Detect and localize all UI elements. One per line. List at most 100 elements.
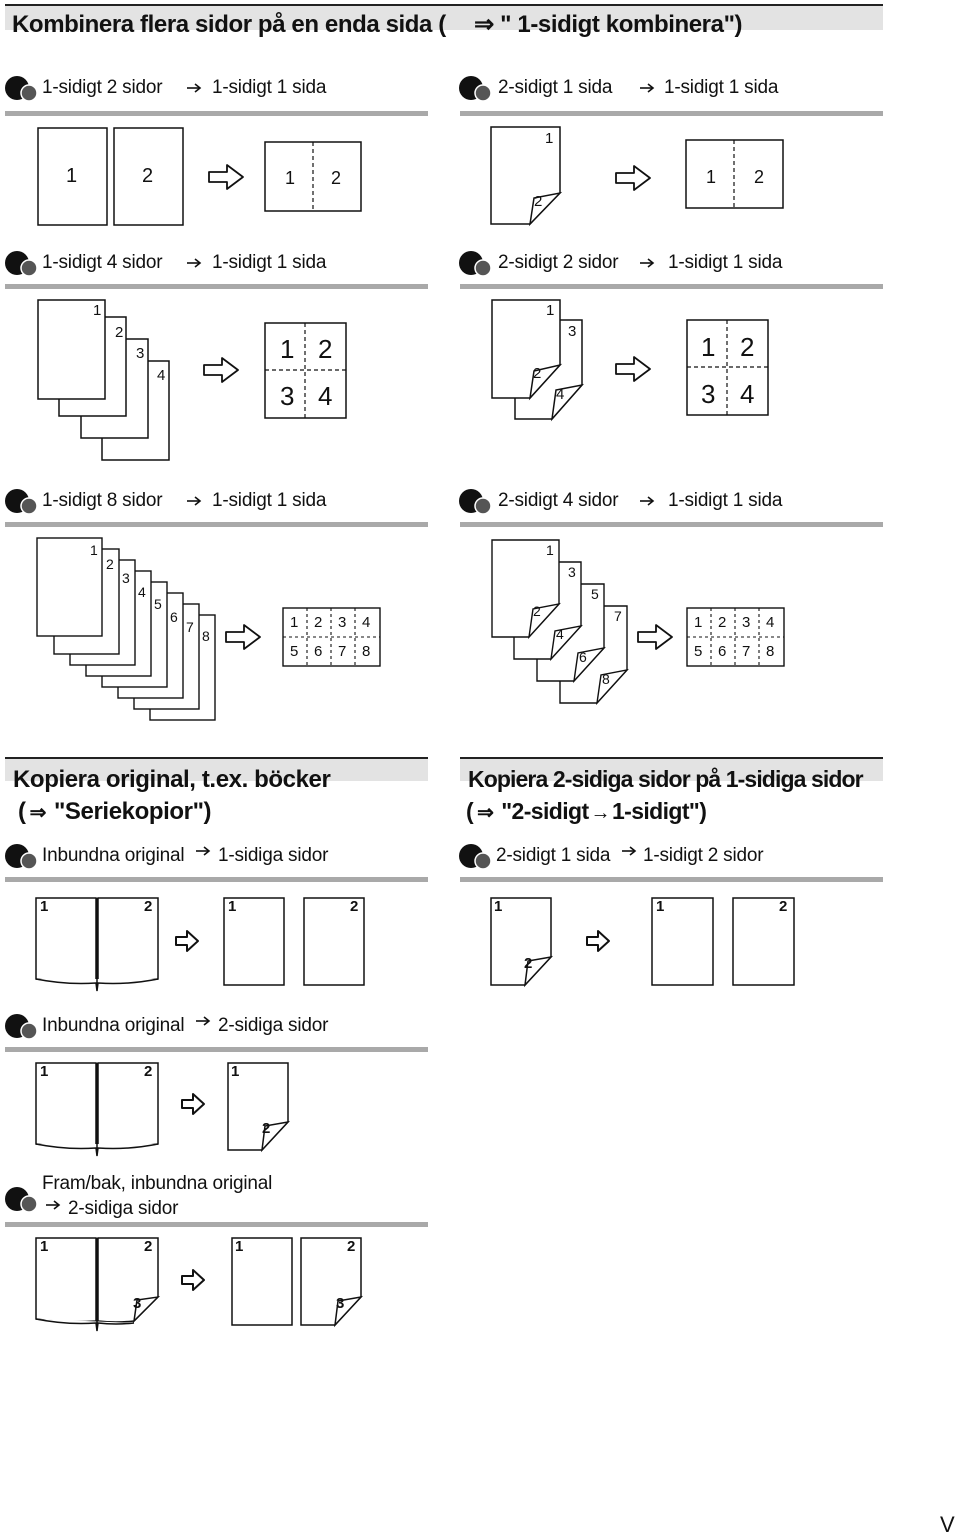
label-target: 1-sidigt 2 sidor — [643, 845, 764, 866]
digit: 1 — [93, 302, 102, 319]
digit: 3 — [136, 345, 145, 362]
label-target: 2-sidiga sidor — [218, 1015, 329, 1036]
reference-arrow-icon: ⇒ — [29, 802, 47, 824]
digit: 1 — [40, 1238, 49, 1255]
digit: 2 — [754, 167, 764, 187]
digit: 1 — [546, 542, 554, 558]
label-source: 1-sidigt 4 sidor — [42, 252, 163, 273]
label-target: 2-sidiga sidor — [68, 1198, 179, 1219]
divider — [460, 111, 883, 116]
label-target: 1-sidiga sidor — [218, 845, 329, 866]
digit: 4 — [556, 626, 564, 642]
section-title-ref: " 1-sidigt kombinera") — [500, 11, 743, 38]
small-arrow-icon — [195, 1016, 210, 1026]
digit: 1 — [656, 898, 665, 915]
bullet-dots-icon — [4, 843, 38, 870]
diagram-frontback-to-2sided — [35, 1237, 364, 1332]
diagram-duplex-to-1 — [490, 126, 784, 227]
digit: 5 — [290, 643, 299, 660]
bullet-dots-icon — [458, 75, 492, 102]
digit: 2 — [144, 1238, 153, 1255]
digit: 8 — [202, 628, 210, 644]
digit: 3 — [336, 1295, 345, 1312]
section-title-duplex: Kopiera 2-sidiga sidor på 1-sidiga sidor — [468, 766, 864, 792]
digit: 6 — [170, 609, 178, 625]
diagram-duplex4-to-1 — [491, 539, 785, 706]
bullet-dots-icon — [4, 488, 38, 515]
bullet-dots-icon — [4, 250, 38, 277]
digit: 1 — [235, 1238, 244, 1255]
bullet-dots-icon — [458, 843, 492, 870]
digit: 2 — [534, 193, 543, 210]
label-source: Inbundna original — [42, 845, 185, 866]
digit: 1 — [706, 167, 716, 187]
digit: 5 — [154, 596, 162, 612]
digit: 2 — [347, 1238, 356, 1255]
digit: 2 — [331, 168, 341, 188]
small-arrow-icon: → — [590, 802, 611, 824]
section-title-book: Kopiera original, t.ex. böcker — [13, 766, 331, 793]
digit: 5 — [694, 643, 703, 660]
digit: 8 — [602, 671, 610, 687]
digit: 1 — [290, 614, 299, 631]
digit: 2 — [779, 898, 788, 915]
section-title-text: Kombinera flera sidor på en enda sida ( — [12, 11, 446, 38]
digit: 1 — [285, 168, 295, 188]
digit: 2 — [524, 955, 533, 972]
digit: 3 — [338, 614, 347, 631]
label-source: Fram/bak, inbundna original — [42, 1173, 273, 1194]
digit: 1 — [90, 542, 98, 558]
digit: 3 — [280, 381, 295, 411]
small-arrow-icon — [639, 496, 654, 506]
section-title-bar — [460, 757, 883, 781]
digit: 7 — [338, 643, 347, 660]
bullet-dots-icon — [4, 1013, 38, 1040]
digit: 2 — [350, 898, 359, 915]
digit: 4 — [556, 386, 565, 403]
section-subtitle-duplex: (⇒"2-sidigt→1-sidigt") — [466, 798, 707, 824]
digit: 1 — [40, 1063, 49, 1080]
label-target: 1-sidigt 1 sida — [664, 77, 779, 98]
reference-arrow-icon: ⇒ — [474, 11, 494, 38]
digit: 4 — [138, 584, 146, 600]
digit: 2 — [533, 603, 541, 619]
digit: 1 — [694, 614, 703, 631]
label-source: 2-sidigt 1 sida — [498, 77, 613, 98]
label-target: 1-sidigt 1 sida — [212, 252, 327, 273]
section-title-bar — [5, 4, 883, 30]
digit: 3 — [568, 564, 576, 580]
small-arrow-icon — [45, 1200, 60, 1210]
digit: 2 — [718, 614, 727, 631]
label-source: 2-sidigt 2 sidor — [498, 252, 619, 273]
label-source: 1-sidigt 2 sidor — [42, 77, 163, 98]
label-source: 2-sidigt 1 sida — [496, 845, 611, 866]
divider — [460, 522, 883, 527]
digit: 2 — [115, 324, 124, 341]
divider — [5, 877, 428, 882]
bullet-dots-icon — [458, 250, 492, 277]
divider — [5, 1222, 428, 1227]
digit: 2 — [533, 365, 542, 382]
label-target: 1-sidigt 1 sida — [668, 490, 783, 511]
digit: 2 — [740, 332, 755, 362]
digit: 2 — [314, 614, 323, 631]
digit: 3 — [122, 570, 130, 586]
label-source: 1-sidigt 8 sidor — [42, 490, 163, 511]
section-title-combine: Kombinera flera sidor på en enda sida ( … — [12, 10, 743, 39]
digit: 1 — [228, 898, 237, 915]
bullet-dots-icon — [4, 1186, 38, 1213]
digit: 3 — [133, 1295, 142, 1312]
small-arrow-icon — [639, 258, 654, 268]
digit: 2 — [106, 556, 114, 572]
small-arrow-icon — [186, 83, 201, 93]
digit: 4 — [157, 367, 166, 384]
divider — [5, 522, 428, 527]
digit: 1 — [40, 898, 49, 915]
diagram-book-to-2sided — [35, 1062, 291, 1157]
digit: 2 — [262, 1120, 271, 1137]
section-title-bar — [5, 757, 428, 781]
digit: 2 — [318, 334, 333, 364]
label-source: Inbundna original — [42, 1015, 185, 1036]
diagram-duplex2-to-1 — [491, 299, 769, 422]
digit: 4 — [362, 614, 371, 631]
